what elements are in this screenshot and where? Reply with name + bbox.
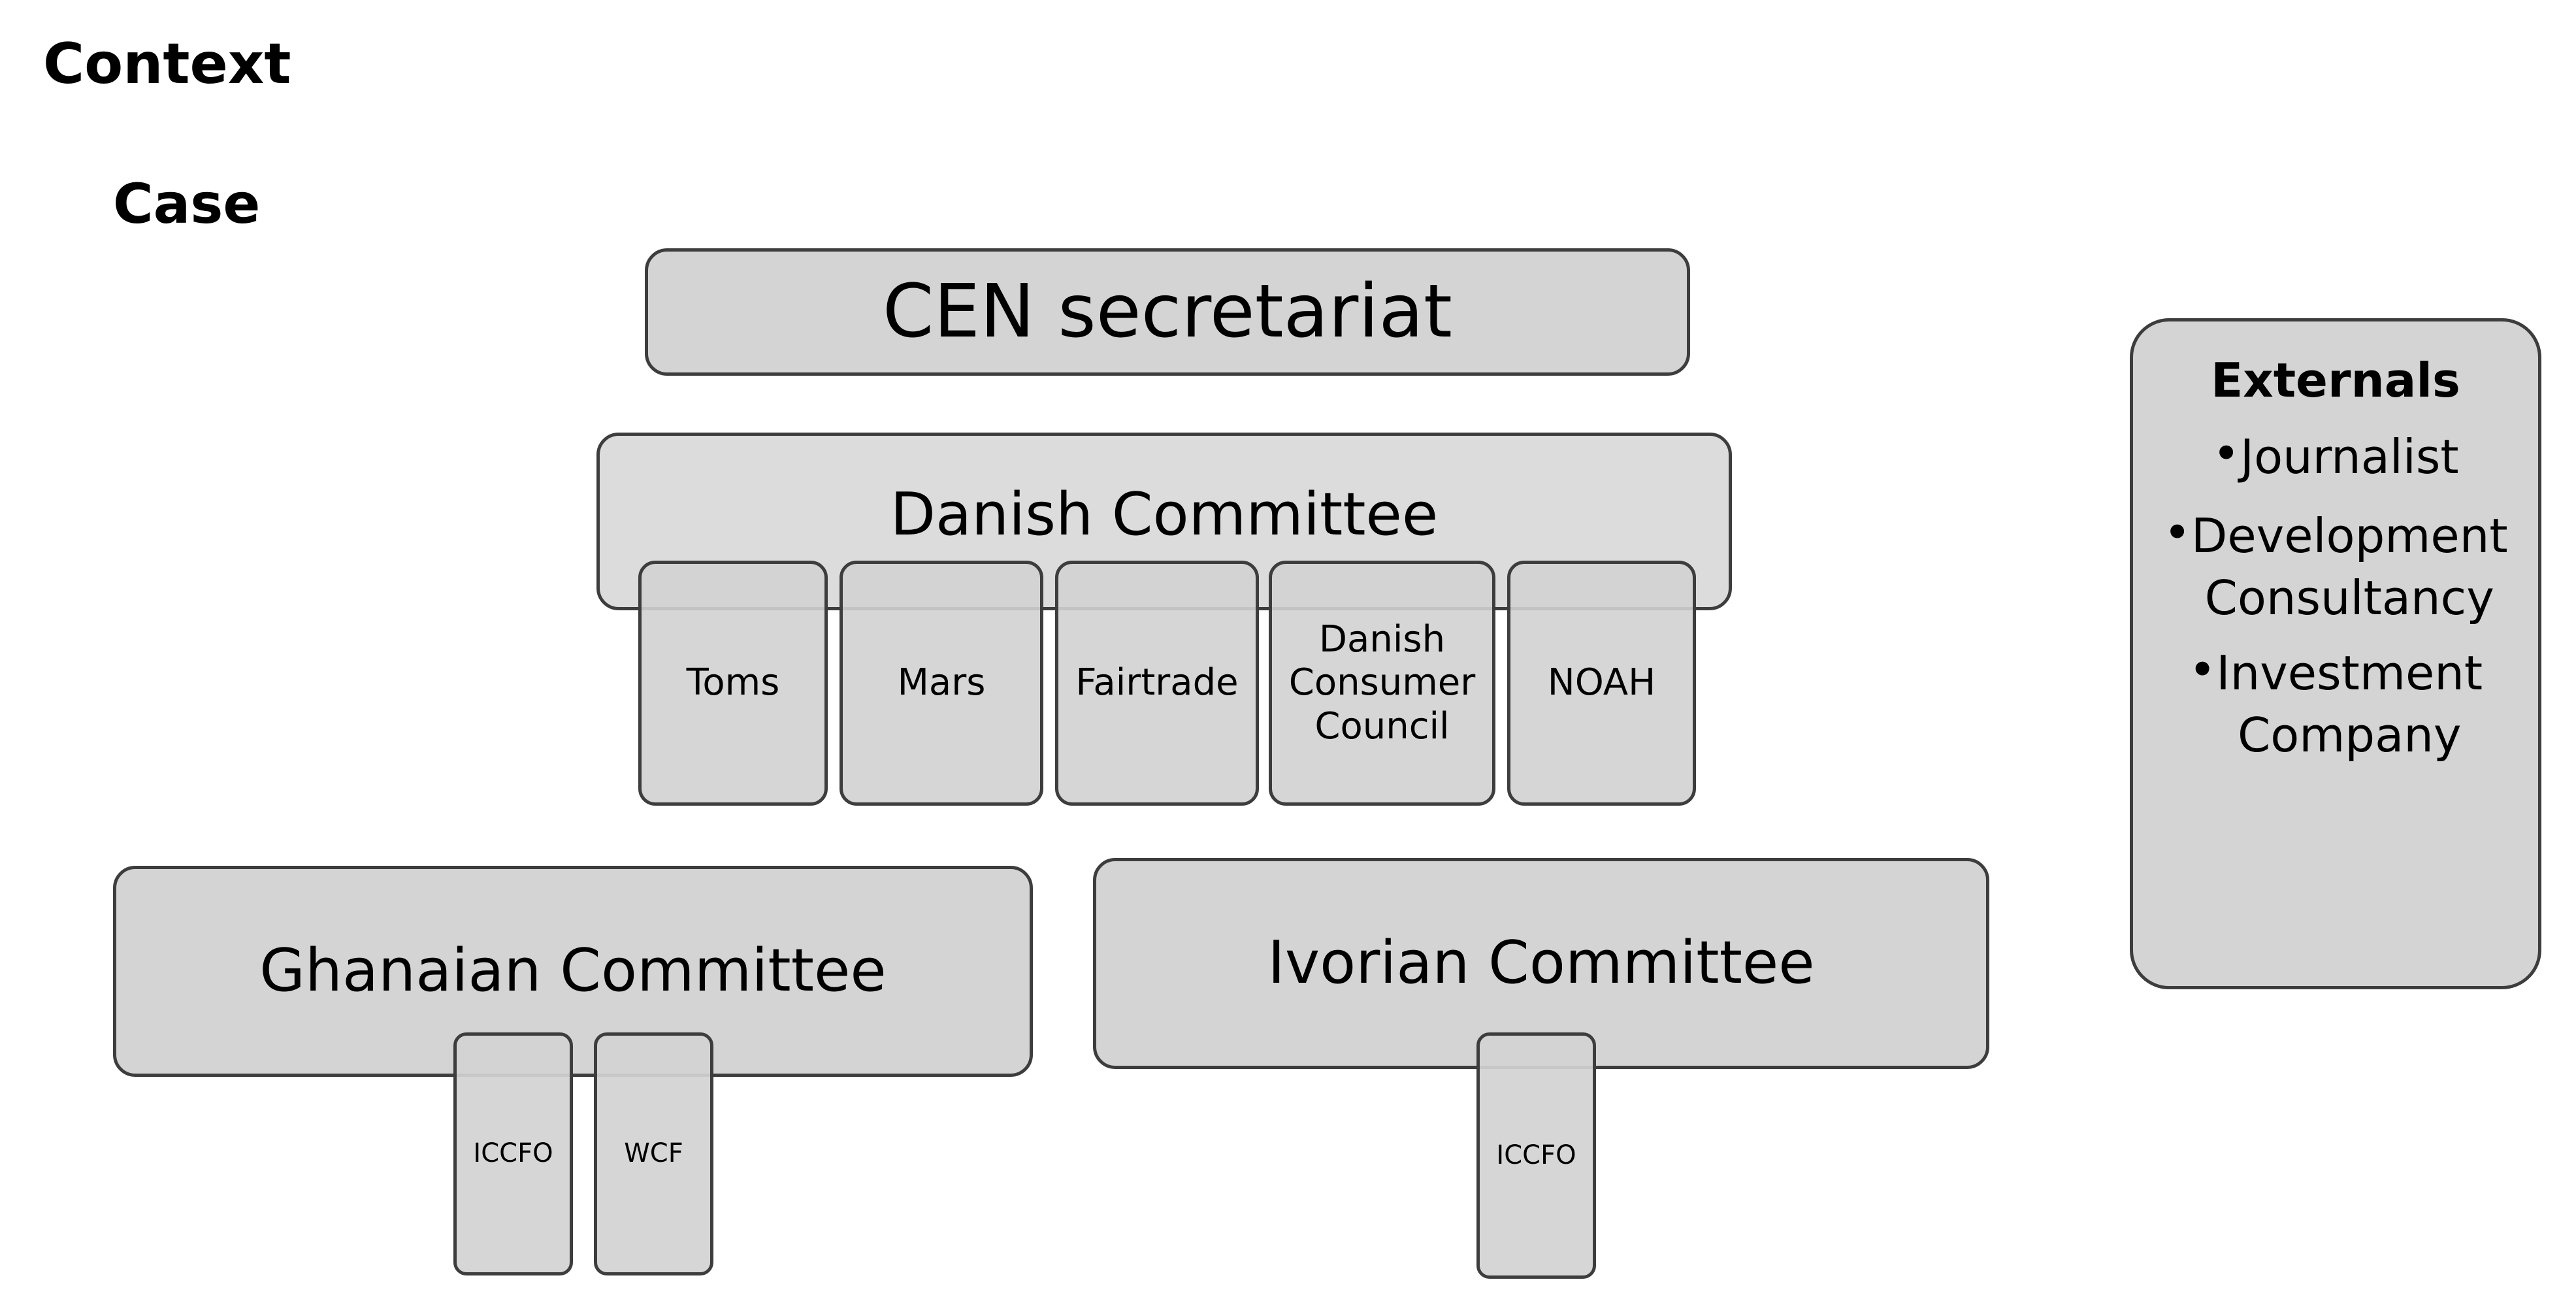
- externals-item: • Development Consultancy: [2133, 505, 2538, 629]
- danish-member-danish-consumer-council: Danish Consumer Council: [1269, 561, 1495, 806]
- externals-box: Externals • Journalist • Development Con…: [2130, 318, 2541, 989]
- case-heading: Case: [113, 172, 261, 236]
- member-label: Mars: [897, 661, 986, 704]
- member-label: Toms: [686, 661, 780, 704]
- externals-item-text: Development Consultancy: [2191, 508, 2508, 626]
- context-heading: Context: [43, 31, 291, 97]
- member-label: Danish Consumer Council: [1288, 618, 1476, 748]
- ghanaian-committee-label: Ghanaian Committee: [259, 936, 887, 1006]
- ghanaian-member-iccfo: ICCFO: [453, 1032, 573, 1275]
- externals-list: • Journalist • Development Consultancy •…: [2133, 426, 2538, 766]
- danish-member-noah: NOAH: [1507, 561, 1696, 806]
- ivorian-member-iccfo: ICCFO: [1476, 1032, 1596, 1279]
- bullet: •: [2212, 426, 2240, 481]
- member-label: ICCFO: [1496, 1140, 1576, 1170]
- bullet: •: [2188, 642, 2217, 698]
- externals-item: • Investment Company: [2133, 642, 2538, 766]
- externals-content: Externals • Journalist • Development Con…: [2133, 353, 2538, 766]
- member-label: Fairtrade: [1075, 661, 1239, 704]
- ivorian-committee-label: Ivorian Committee: [1267, 929, 1815, 998]
- externals-item-text: Investment Company: [2216, 646, 2483, 763]
- externals-item-text: Journalist: [2240, 429, 2459, 484]
- externals-item: • Journalist: [2133, 426, 2538, 488]
- member-label: NOAH: [1547, 661, 1656, 704]
- bullet: •: [2163, 505, 2191, 561]
- danish-member-toms: Toms: [638, 561, 828, 806]
- cen-secretariat-label: CEN secretariat: [883, 269, 1452, 355]
- member-label: WCF: [624, 1138, 683, 1169]
- danish-member-fairtrade: Fairtrade: [1055, 561, 1259, 806]
- danish-committee-label: Danish Committee: [890, 480, 1439, 549]
- ghanaian-member-wcf: WCF: [594, 1032, 713, 1275]
- member-label: ICCFO: [473, 1138, 553, 1169]
- cen-secretariat-box: CEN secretariat: [645, 248, 1690, 376]
- danish-member-mars: Mars: [840, 561, 1043, 806]
- ghanaian-committee-box: Ghanaian Committee: [113, 866, 1033, 1077]
- externals-title: Externals: [2211, 353, 2460, 408]
